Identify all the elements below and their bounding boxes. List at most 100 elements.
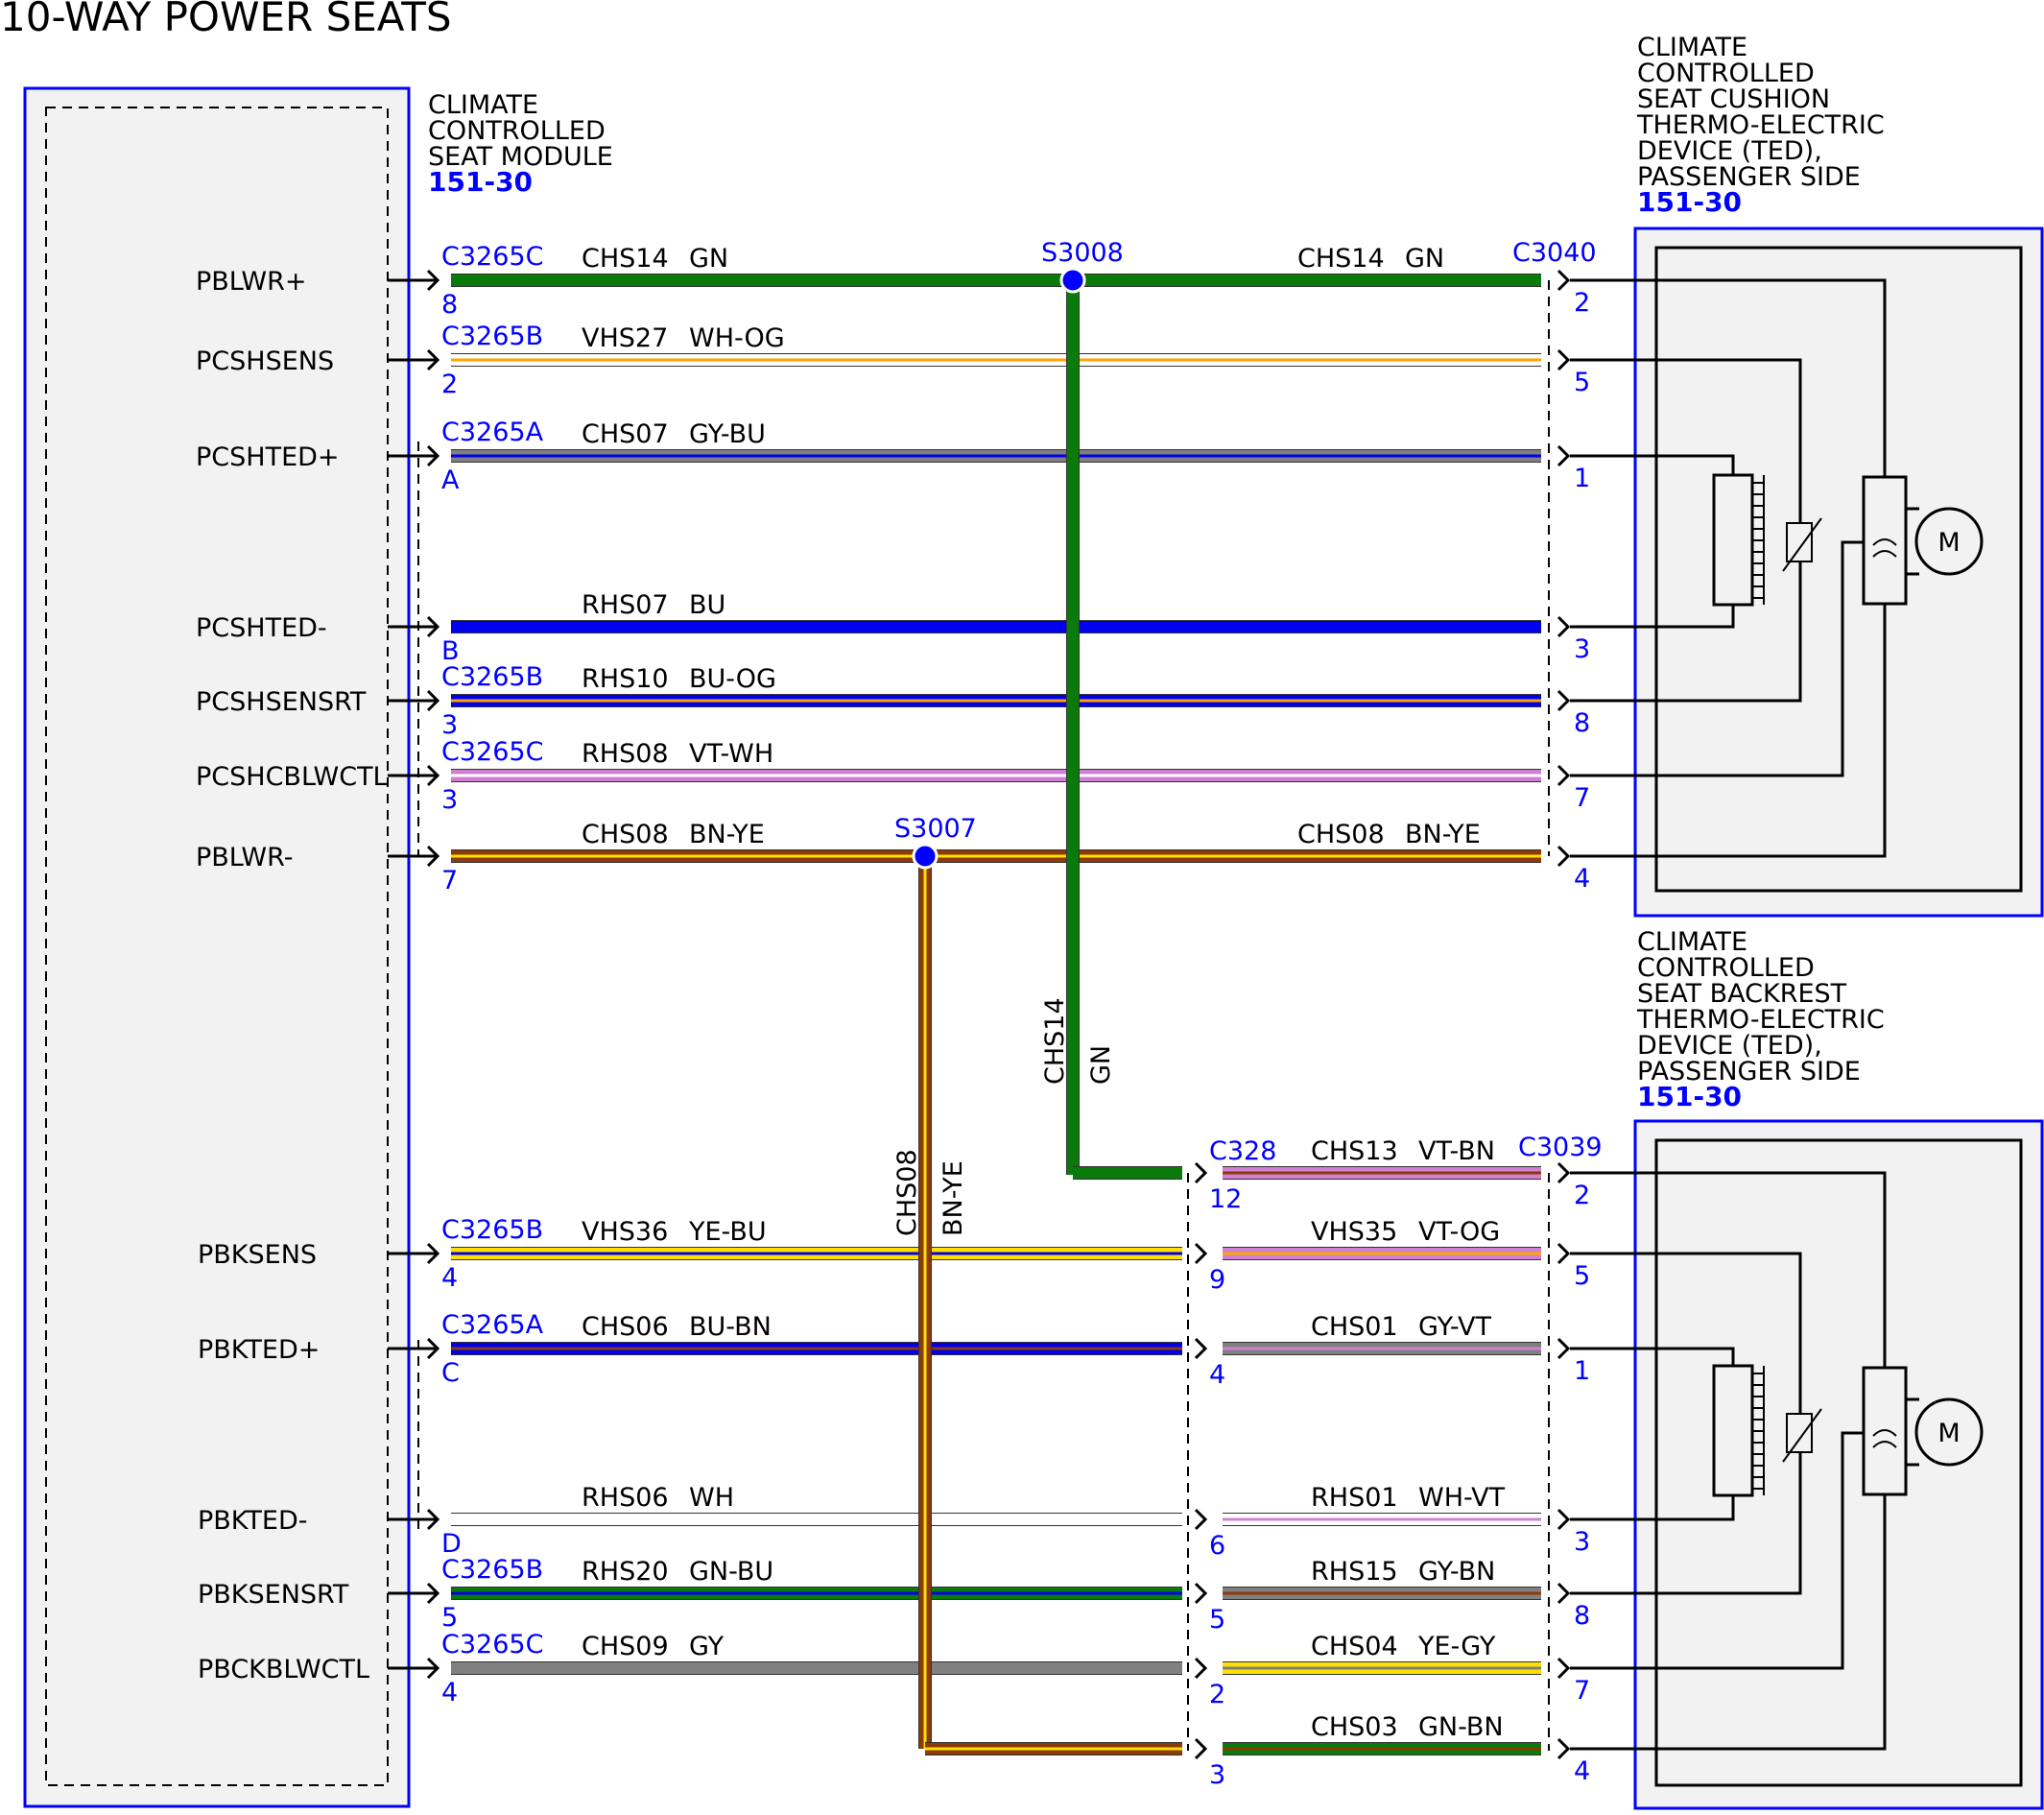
top-row-0-arrow-left bbox=[426, 269, 440, 292]
backrest-thermistor-icon bbox=[1786, 1413, 1813, 1453]
top-row-5-dest-pin: 7 bbox=[1574, 783, 1590, 813]
cushion-blower-symbol-icon bbox=[1872, 538, 1897, 558]
bottom-row-0-dest-pin: 2 bbox=[1574, 1181, 1590, 1210]
bottom-row-5-circuit: CHS09 bbox=[582, 1632, 669, 1661]
top-row-2-color: GY-BU bbox=[689, 419, 766, 449]
bottom-row-3-circuit: RHS06 bbox=[582, 1483, 669, 1513]
backrest-lead-pin7 bbox=[1570, 1431, 1864, 1670]
top-row-1-dest-pin: 5 bbox=[1574, 368, 1590, 397]
top-row-2-pin: A bbox=[441, 466, 460, 495]
top-row-6-arrow-right bbox=[1557, 845, 1571, 868]
top-row-4-color: BU-OG bbox=[689, 664, 776, 694]
bottom-row-3-arrow-mid bbox=[1194, 1508, 1208, 1531]
bottom-row-3-color2: WH-VT bbox=[1418, 1483, 1506, 1513]
backrest-motor-label: M bbox=[1937, 1419, 1960, 1448]
top-row-6-pin-name: PBLWR- bbox=[196, 843, 293, 872]
bottom-row-1-pin-name: PBKSENS bbox=[198, 1240, 317, 1270]
top-row-0-circuit2: CHS14 bbox=[1297, 244, 1385, 274]
top-row-4-circuit: RHS10 bbox=[582, 664, 669, 694]
cushion-line-5: DEVICE (TED), bbox=[1637, 136, 1822, 166]
bottom-row-4-color: GN-BU bbox=[689, 1557, 773, 1587]
bottom-row-5-circuit2: CHS04 bbox=[1311, 1632, 1398, 1661]
bottom-row-4-arrow-mid bbox=[1194, 1582, 1208, 1605]
bottom-row-2-arrow-mid bbox=[1194, 1337, 1208, 1360]
bottom-row-1-arrow-right bbox=[1557, 1242, 1571, 1265]
bottom-row-5-color: GY bbox=[689, 1632, 725, 1661]
top-row-5-pin: 3 bbox=[441, 785, 458, 815]
bottom-row-2-circuit2: CHS01 bbox=[1311, 1312, 1398, 1342]
bottom-row-2-circuit: CHS06 bbox=[582, 1312, 669, 1342]
bottom-row-6-circuit2: CHS03 bbox=[1311, 1712, 1398, 1742]
bottom-row-5-pin-name: PBCKBLWCTL bbox=[198, 1655, 369, 1684]
bottom-row-4-arrow-left bbox=[426, 1582, 440, 1605]
bottom-row-2-c328-pin: 4 bbox=[1209, 1360, 1225, 1390]
top-row-6-color2: BN-YE bbox=[1405, 820, 1481, 849]
top-row-1-pin: 2 bbox=[441, 370, 458, 399]
cushion-device-box bbox=[1633, 227, 2044, 918]
top-row-3-arrow-left bbox=[426, 615, 440, 638]
cushion-thermistor-icon bbox=[1786, 522, 1813, 562]
backrest-line-6: PASSENGER SIDE bbox=[1637, 1057, 1861, 1087]
backrest-lead-pin3 bbox=[1570, 1495, 1735, 1521]
top-row-2-arrow-left bbox=[426, 444, 440, 467]
top-row-3-arrow-right bbox=[1557, 615, 1571, 638]
top-row-5-connector: C3265C bbox=[441, 737, 543, 767]
top-row-1-circuit: VHS27 bbox=[582, 323, 668, 353]
top-row-1-connector: C3265B bbox=[441, 322, 543, 351]
bottom-row-5-dest-pin: 7 bbox=[1574, 1676, 1590, 1706]
top-row-2-dest-pin: 1 bbox=[1574, 464, 1590, 493]
connector-c328-label: C328 bbox=[1209, 1136, 1276, 1166]
bottom-row-2-color: BU-BN bbox=[689, 1312, 772, 1342]
page-title: 10-WAY POWER SEATS bbox=[0, 0, 452, 40]
cushion-lead-pin7 bbox=[1570, 540, 1864, 777]
bottom-row-5-arrow-right bbox=[1557, 1657, 1571, 1680]
bottom-row-0-arrow-right bbox=[1557, 1161, 1571, 1184]
bottom-row-4-pin: 5 bbox=[441, 1603, 458, 1633]
bottom-row-4-connector: C3265B bbox=[441, 1555, 543, 1585]
top-row-3-pin: B bbox=[441, 636, 460, 666]
top-row-1-color: WH-OG bbox=[689, 323, 785, 353]
top-row-0-circuit: CHS14 bbox=[582, 244, 669, 274]
bottom-row-1-dest-pin: 5 bbox=[1574, 1261, 1590, 1291]
bottom-row-3-dest-pin: 3 bbox=[1574, 1527, 1590, 1557]
top-row-6-pin: 7 bbox=[441, 866, 458, 896]
cushion-ted-label: CLIMATE CONTROLLED SEAT CUSHION THERMO-E… bbox=[1636, 33, 1885, 218]
bottom-row-3-circuit2: RHS01 bbox=[1311, 1483, 1398, 1513]
bottom-row-4-pin-name: PBKSENSRT bbox=[198, 1580, 349, 1610]
splice-s3008-label: S3008 bbox=[1041, 238, 1124, 268]
module-line-1: CLIMATE bbox=[428, 90, 538, 120]
backrest-ref: 151-30 bbox=[1637, 1081, 1742, 1112]
cushion-ted-element bbox=[1712, 473, 1754, 607]
backrest-ted-label: CLIMATE CONTROLLED SEAT BACKREST THERMO-… bbox=[1636, 927, 1885, 1112]
bottom-row-5-color2: YE-GY bbox=[1417, 1632, 1496, 1661]
backrest-line-4: THERMO-ELECTRIC bbox=[1636, 1005, 1885, 1035]
cushion-lead-pin8 bbox=[1570, 561, 1802, 703]
bottom-row-5-pin: 4 bbox=[441, 1678, 458, 1708]
backrest-motor-icon bbox=[1914, 1397, 1984, 1467]
top-row-5-color: VT-WH bbox=[689, 739, 773, 769]
backrest-internals bbox=[1712, 1364, 1984, 1497]
top-row-0-color2: GN bbox=[1405, 244, 1444, 274]
backrest-line-5: DEVICE (TED), bbox=[1637, 1031, 1822, 1061]
top-row-6-circuit2: CHS08 bbox=[1297, 820, 1385, 849]
bottom-row-2-dest-pin: 1 bbox=[1574, 1356, 1590, 1386]
backrest-line-1: CLIMATE bbox=[1637, 927, 1747, 957]
cushion-motor-icon bbox=[1914, 507, 1984, 576]
bottom-row-2-arrow-left bbox=[426, 1337, 440, 1360]
bottom-row-6-dest-pin: 4 bbox=[1574, 1756, 1590, 1786]
bottom-row-6-color2: GN-BN bbox=[1418, 1712, 1504, 1742]
bottom-row-1-arrow-mid bbox=[1194, 1242, 1208, 1265]
bottom-row-5-arrow-mid bbox=[1194, 1657, 1208, 1680]
bottom-row-1-color: YE-BU bbox=[688, 1217, 767, 1247]
top-row-2-connector: C3265A bbox=[441, 418, 544, 447]
bottom-row-4-circuit2: RHS15 bbox=[1311, 1557, 1398, 1587]
cushion-thermistor-arrow bbox=[1782, 517, 1822, 572]
cushion-lead-pin1 bbox=[1570, 454, 1735, 475]
backrest-lead-pin4 bbox=[1570, 1494, 1887, 1751]
top-row-4-pin: 3 bbox=[441, 710, 458, 740]
bottom-row-5-arrow-left bbox=[426, 1657, 440, 1680]
backrest-ted-device bbox=[1633, 1119, 2044, 1810]
bottom-row-3-pin-name: PBKTED- bbox=[198, 1506, 308, 1536]
cushion-ref: 151-30 bbox=[1637, 186, 1742, 218]
device-internals bbox=[1712, 473, 1984, 1497]
